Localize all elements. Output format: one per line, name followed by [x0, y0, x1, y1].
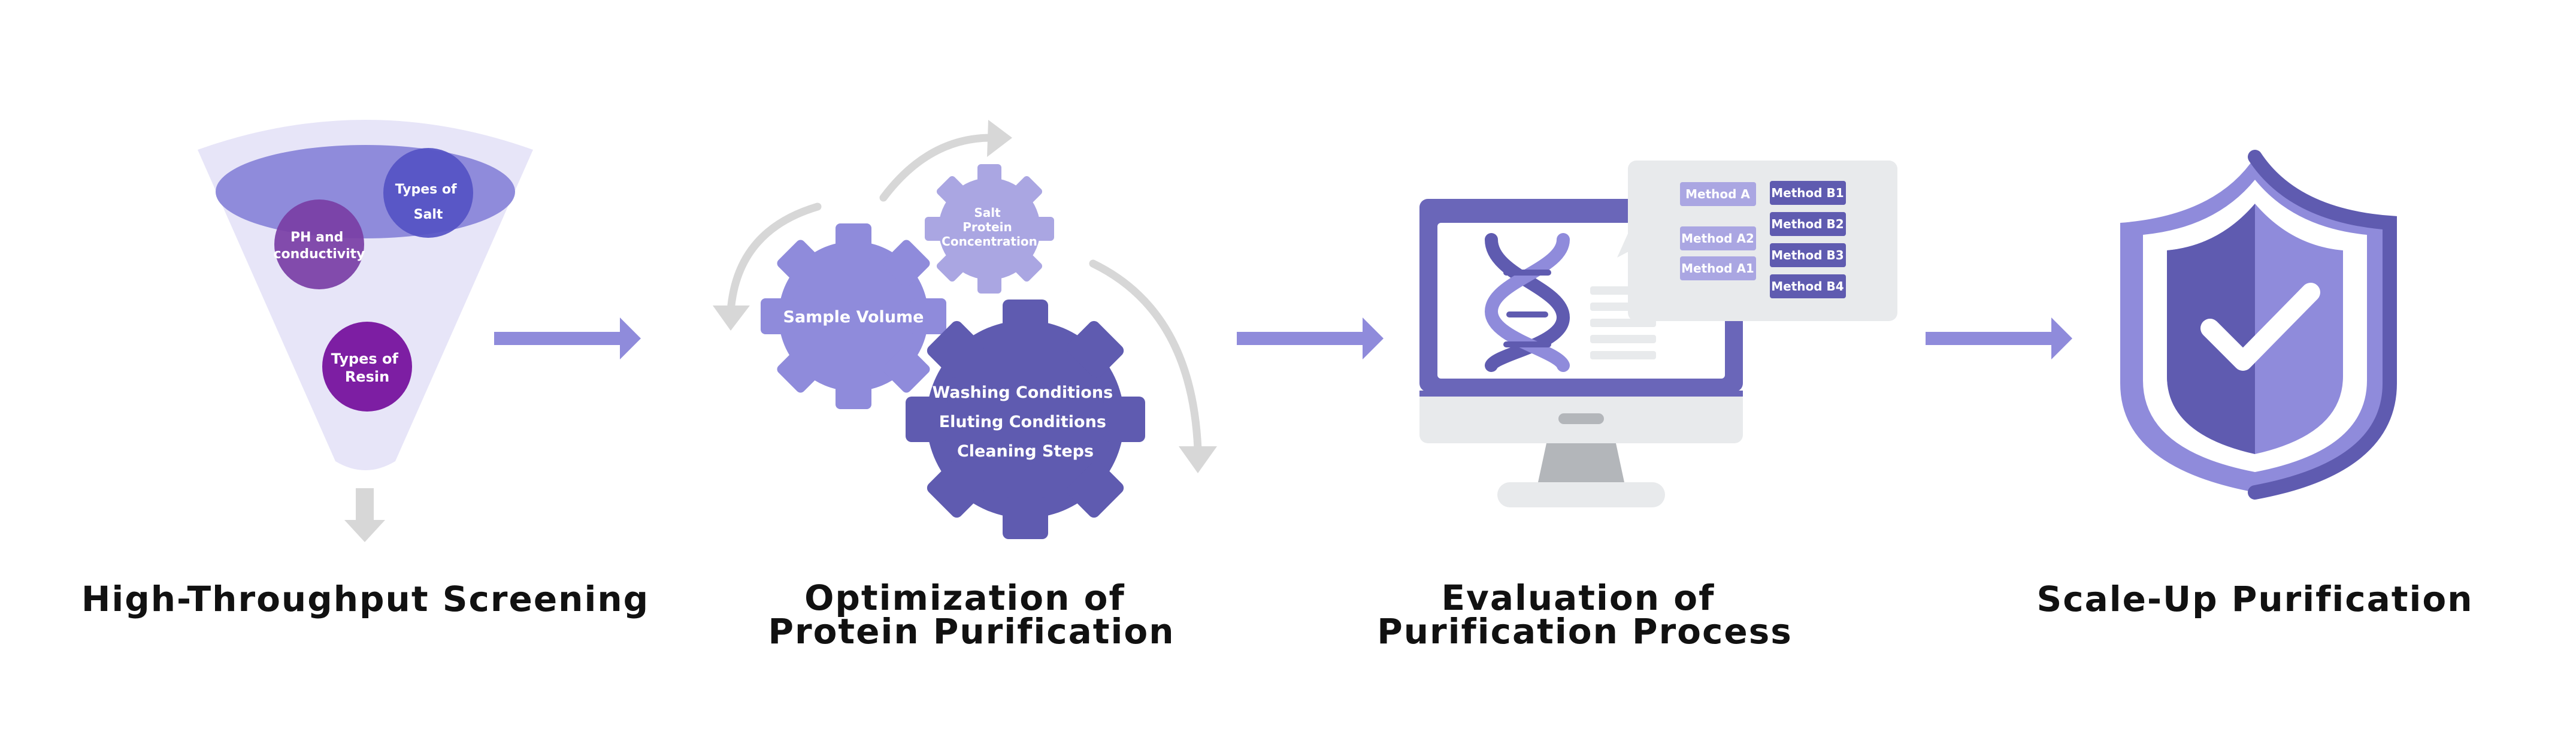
gear-salt-protein-icon: Salt Protein Concentration	[925, 164, 1054, 294]
cycle-arrowheads	[713, 120, 1217, 473]
stage2-title: Optimization of Protein Purification	[768, 577, 1175, 652]
pill-resin-line1: Types of	[331, 350, 399, 367]
gear-salt-line2: Protein	[962, 220, 1012, 234]
svg-text:Washing Conditions Elu: Washing Conditions Eluting Conditions Cl…	[932, 383, 1118, 461]
method-b1-tag: Method B1	[1770, 181, 1846, 205]
method-a-tag: Method A	[1680, 182, 1756, 206]
gear-conditions-line1: Washing Conditions	[932, 383, 1113, 402]
svg-text:Method B4: Method B4	[1771, 279, 1844, 294]
pill-resin-line2: Resin	[345, 368, 389, 385]
gear-conditions-icon: Washing Conditions Eluting Conditions Cl…	[906, 300, 1145, 539]
pill-ph-line1: PH and	[290, 230, 343, 245]
method-a2-tag: Method A2	[1680, 226, 1756, 250]
svg-text:PH and conductivity: PH and conductivity	[273, 230, 365, 262]
pill-types-of-salt: Types of Salt	[383, 148, 473, 238]
pill-ph-conductivity: PH and conductivity	[273, 199, 365, 289]
down-arrow-icon	[344, 488, 385, 542]
gear-sample-label: Sample Volume	[783, 308, 924, 326]
dna-icon	[1484, 233, 1570, 372]
gear-conditions-line3: Cleaning Steps	[957, 442, 1094, 461]
svg-text:Method B1: Method B1	[1771, 186, 1844, 200]
svg-text:Method A: Method A	[1685, 187, 1750, 201]
svg-text:Types of Resin: Types of Resin	[331, 350, 404, 385]
stage4-title: Scale-Up Purification	[2036, 579, 2473, 619]
svg-text:Method A2: Method A2	[1681, 231, 1754, 246]
stage1-title: High-Throughput Screening	[81, 579, 649, 619]
stage-optimization: Salt Protein Concentration Sample Volume	[713, 120, 1217, 652]
stage-evaluation: Method A Method A2 Method A1 Method B1 M…	[1377, 161, 1897, 652]
flow-arrow-icon	[1926, 317, 2072, 359]
flow-arrow-icon	[1237, 317, 1384, 359]
flow-arrow-icon	[494, 317, 641, 359]
svg-text:Types of Salt: Types of Salt	[395, 182, 462, 222]
svg-text:Method B2: Method B2	[1771, 217, 1844, 231]
pill-types-of-resin: Types of Resin	[322, 322, 412, 412]
cycle-arrow-icon	[727, 134, 1202, 453]
gear-salt-line1: Salt	[974, 205, 1001, 220]
method-a1-tag: Method A1	[1680, 256, 1756, 280]
method-b4-tag: Method B4	[1770, 274, 1846, 298]
pill-ph-line2: conductivity	[273, 247, 365, 262]
gear-sample-volume-icon: Sample Volume	[761, 223, 946, 409]
method-b2-tag: Method B2	[1770, 212, 1846, 236]
check-icon	[2200, 283, 2320, 371]
method-b3-tag: Method B3	[1770, 243, 1846, 267]
funnel-icon	[198, 120, 533, 470]
stage-scale-up: Scale-Up Purification	[2036, 150, 2473, 619]
shield-icon	[2120, 150, 2397, 500]
text-lines-icon	[1590, 286, 1656, 359]
svg-text:Method A1: Method A1	[1681, 261, 1754, 276]
pill-salt-line1: Types of	[395, 182, 457, 197]
gear-conditions-line2: Eluting Conditions	[939, 413, 1106, 431]
stage3-title: Evaluation of Purification Process	[1377, 577, 1793, 652]
svg-text:Method B3: Method B3	[1771, 248, 1844, 262]
gear-salt-line3: Concentration	[942, 234, 1037, 249]
stage-high-throughput-screening: Types of Salt PH and conductivity Types …	[81, 120, 649, 619]
pill-salt-line2: Salt	[414, 207, 443, 222]
svg-text:Salt Protein C: Salt Protein Concentration	[942, 205, 1037, 249]
methods-panel: Method A Method A2 Method A1 Method B1 M…	[1617, 161, 1897, 321]
